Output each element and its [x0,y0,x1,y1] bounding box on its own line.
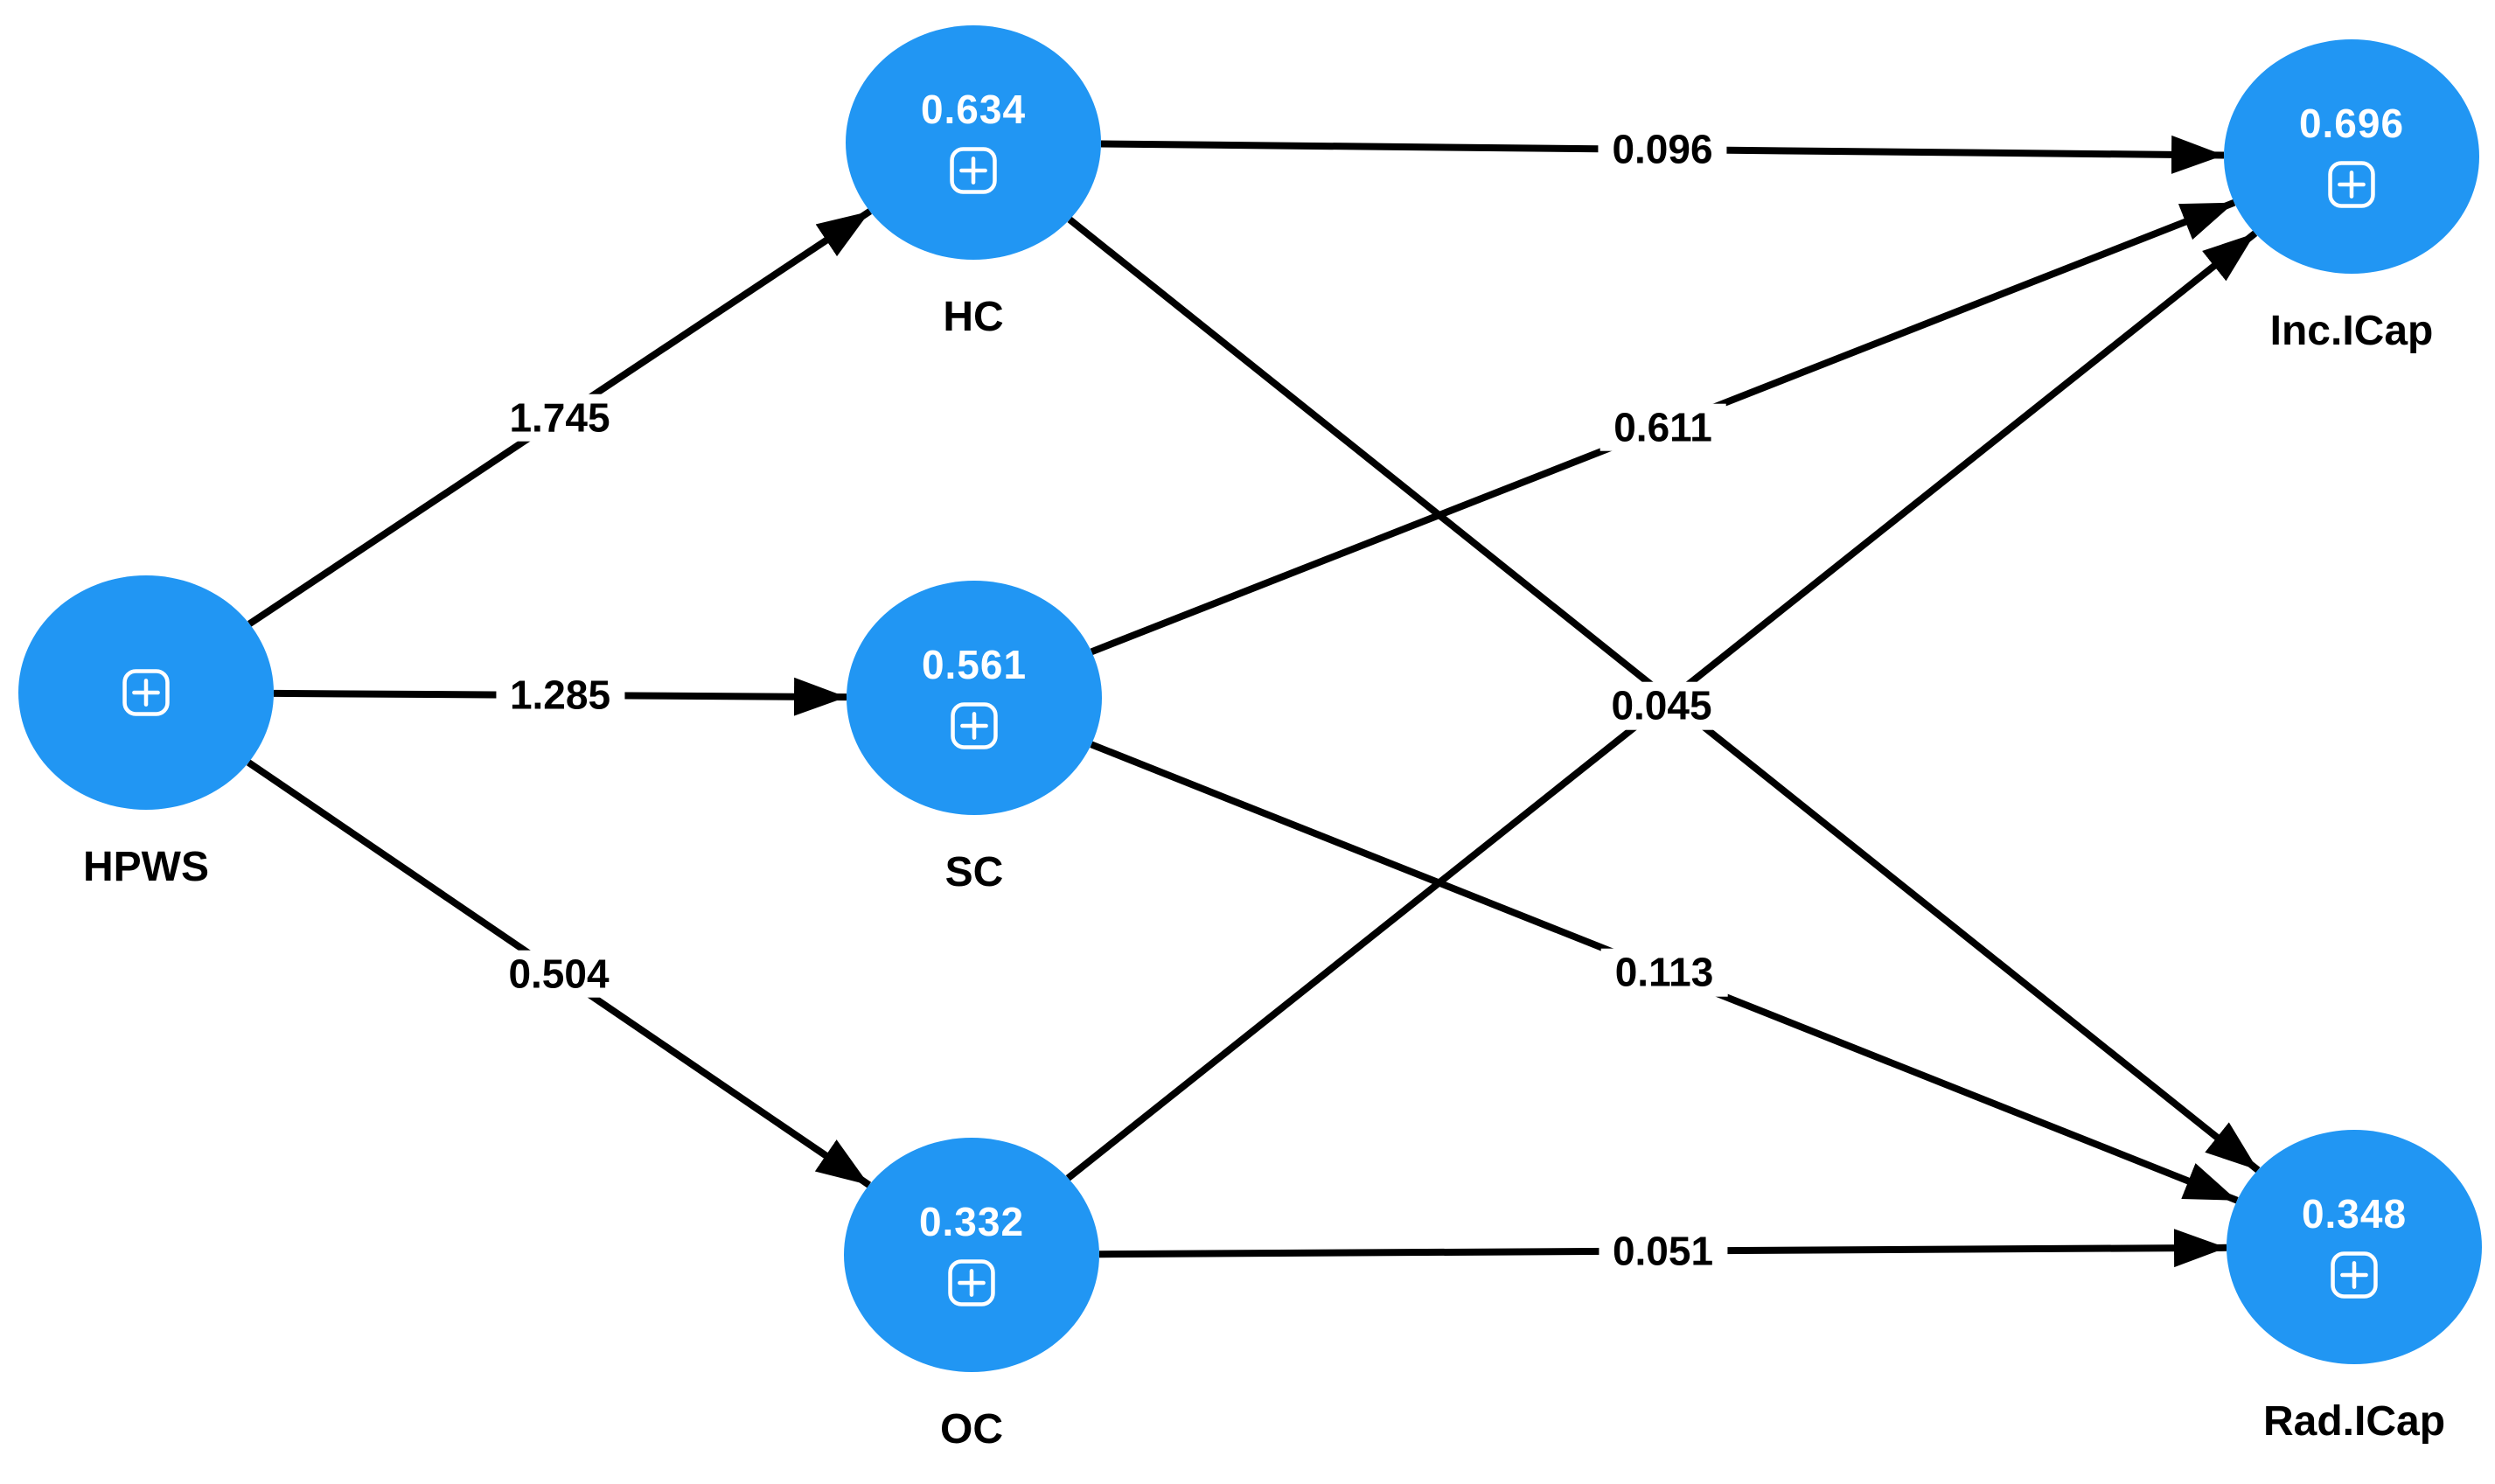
node-r2-value: 0.561 [921,642,1028,687]
expand-plus-icon[interactable] [949,700,1000,751]
node-r2-value: 0.348 [2301,1191,2408,1237]
edge-label-OC-Inc-ICap: 0.045 [1597,681,1726,730]
node-Inc-ICap[interactable]: 0.696 [2224,39,2479,274]
node-SC[interactable]: 0.561 [847,581,1102,815]
expand-plus-icon[interactable] [2326,159,2377,210]
node-OC[interactable]: 0.332 [844,1138,1099,1372]
node-label-Rad-ICap: Rad.ICap [2262,1398,2446,1445]
edge-label-OC-Rad-ICap: 0.051 [1598,1227,1728,1275]
expand-plus-icon[interactable] [948,145,999,196]
node-label-OC: OC [940,1406,1003,1453]
node-r2-value: 0.696 [2298,101,2405,146]
edge-label-HPWS-HC: 1.745 [495,394,624,442]
expand-plus-icon[interactable] [946,1258,997,1308]
edge-label-HC-Inc-ICap: 0.096 [1598,125,1727,174]
node-label-Inc-ICap: Inc.ICap [2269,308,2434,354]
edge-label-SC-Rad-ICap: 0.113 [1600,948,1728,997]
node-HPWS[interactable] [18,575,274,810]
node-Rad-ICap[interactable]: 0.348 [2227,1130,2482,1364]
node-label-SC: SC [944,849,1004,895]
node-label-HC: HC [943,294,1004,340]
edge-label-HPWS-SC: 1.285 [495,671,625,720]
node-r2-value: 0.634 [920,87,1027,132]
expand-plus-icon[interactable] [121,667,171,718]
edge-label-SC-Inc-ICap: 0.611 [1599,403,1726,451]
node-r2-value: 0.332 [918,1199,1025,1244]
edge-label-HPWS-OC: 0.504 [494,950,624,998]
node-label-HPWS: HPWS [83,844,209,890]
node-HC[interactable]: 0.634 [846,25,1101,260]
expand-plus-icon[interactable] [2329,1250,2380,1300]
